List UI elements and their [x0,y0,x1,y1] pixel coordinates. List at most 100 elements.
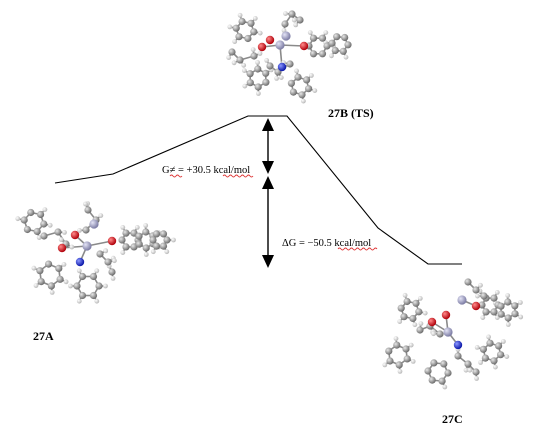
hydrogen-atom [110,276,116,281]
hydrogen-atom [94,298,100,304]
hydrogen-atom [83,201,88,207]
hydrogen-atom [36,235,42,241]
carbon-atom [262,69,270,77]
hydrogen-atom [307,30,313,35]
carbon-atom [45,260,53,268]
carbon-atom [40,232,48,240]
hydrogen-atom [120,250,126,256]
carbon-atom [118,236,126,244]
hydrogen-atom [77,228,82,233]
carbon-atom [122,243,130,251]
hydrogen-atom [397,319,403,324]
hydrogen-atom [408,342,414,348]
carbon-atom [288,10,296,18]
carbon-atom [33,227,41,236]
carbon-atom [454,352,462,360]
carbon-atom [385,347,393,355]
molecule-27A-reactant [15,201,176,304]
oxygen-atom [427,317,437,327]
carbon-atom [246,79,254,87]
hydrogen-atom [478,360,483,365]
carbon-atom [403,355,411,363]
carbon-atom [490,294,498,302]
carbon-atom [436,330,444,338]
carbon-atom [397,304,405,312]
carbon-atom [303,76,311,84]
carbon-atom [142,244,150,252]
carbon-atom [89,291,98,300]
carbon-atom [402,345,410,353]
activation-energy-label: G≠ = +30.5 kcal/mol [162,165,250,176]
silicon-atom [89,219,99,229]
hydrogen-atom [463,367,469,373]
carbon-atom [400,313,408,321]
hydrogen-atom [241,62,247,68]
hydrogen-atom [417,296,423,301]
carbon-atom [281,20,289,28]
carbon-atom [238,17,246,26]
carbon-atom [331,46,339,55]
carbon-atom [511,310,519,318]
carbon-atom [289,88,297,96]
carbon-atom [135,240,143,248]
carbon-atom [328,39,336,47]
oxygen-atom [70,230,80,240]
hydrogen-atom [171,237,176,243]
carbon-atom [37,278,45,286]
carbon-atom [37,210,45,219]
hydrogen-atom [397,369,403,374]
label-27B-ts: 27B (TS) [328,106,374,120]
hydrogen-atom [393,336,399,341]
hydrogen-atom [467,367,473,373]
molecule-27C-product [382,278,524,390]
carbon-atom [250,28,258,36]
hydrogen-atom [442,384,448,390]
carbon-atom [490,308,498,316]
carbon-atom [393,341,401,349]
carbon-atom [339,47,347,55]
carbon-atom [228,48,236,56]
hydrogen-atom [103,248,109,254]
carbon-atom [142,228,150,236]
carbon-atom [444,369,452,377]
carbon-atom [122,229,130,237]
hydrogen-atom [294,68,299,74]
carbon-atom [479,345,487,353]
hydrogen-atom [226,55,232,60]
carbon-atom [246,70,254,78]
hydrogen-atom [98,213,104,219]
hydrogen-atom [47,222,53,228]
hydrogen-atom [252,16,258,21]
carbon-atom [428,376,436,384]
carbon-atom [89,272,98,281]
activation-energy-arrow [262,118,274,174]
carbon-atom [333,33,341,41]
carbon-atom [159,230,168,238]
hydrogen-atom [474,376,479,381]
oxygen-atom [257,42,267,52]
carbon-atom [416,326,424,334]
carbon-atom [495,342,503,350]
carbon-atom [73,282,81,290]
hydrogen-atom [475,293,480,299]
silicon-atom [443,327,453,337]
carbon-atom [497,302,505,310]
spellcheck-squiggle [337,247,378,251]
carbon-atom [309,50,318,58]
carbon-atom [438,377,446,385]
oxygen-atom [471,301,481,311]
carbon-atom [47,282,56,290]
carbon-atom [481,354,489,362]
carbon-atom [152,242,161,250]
carbon-atom [309,34,318,42]
carbon-atom [236,56,244,64]
hydrogen-atom [323,30,329,35]
carbon-atom [235,33,243,41]
hydrogen-atom [382,362,388,368]
carbon-atom [341,33,349,42]
hydrogen-atom [237,12,243,18]
carbon-atom [480,292,488,300]
hydrogen-atom [504,354,510,359]
carbon-atom [27,208,35,217]
